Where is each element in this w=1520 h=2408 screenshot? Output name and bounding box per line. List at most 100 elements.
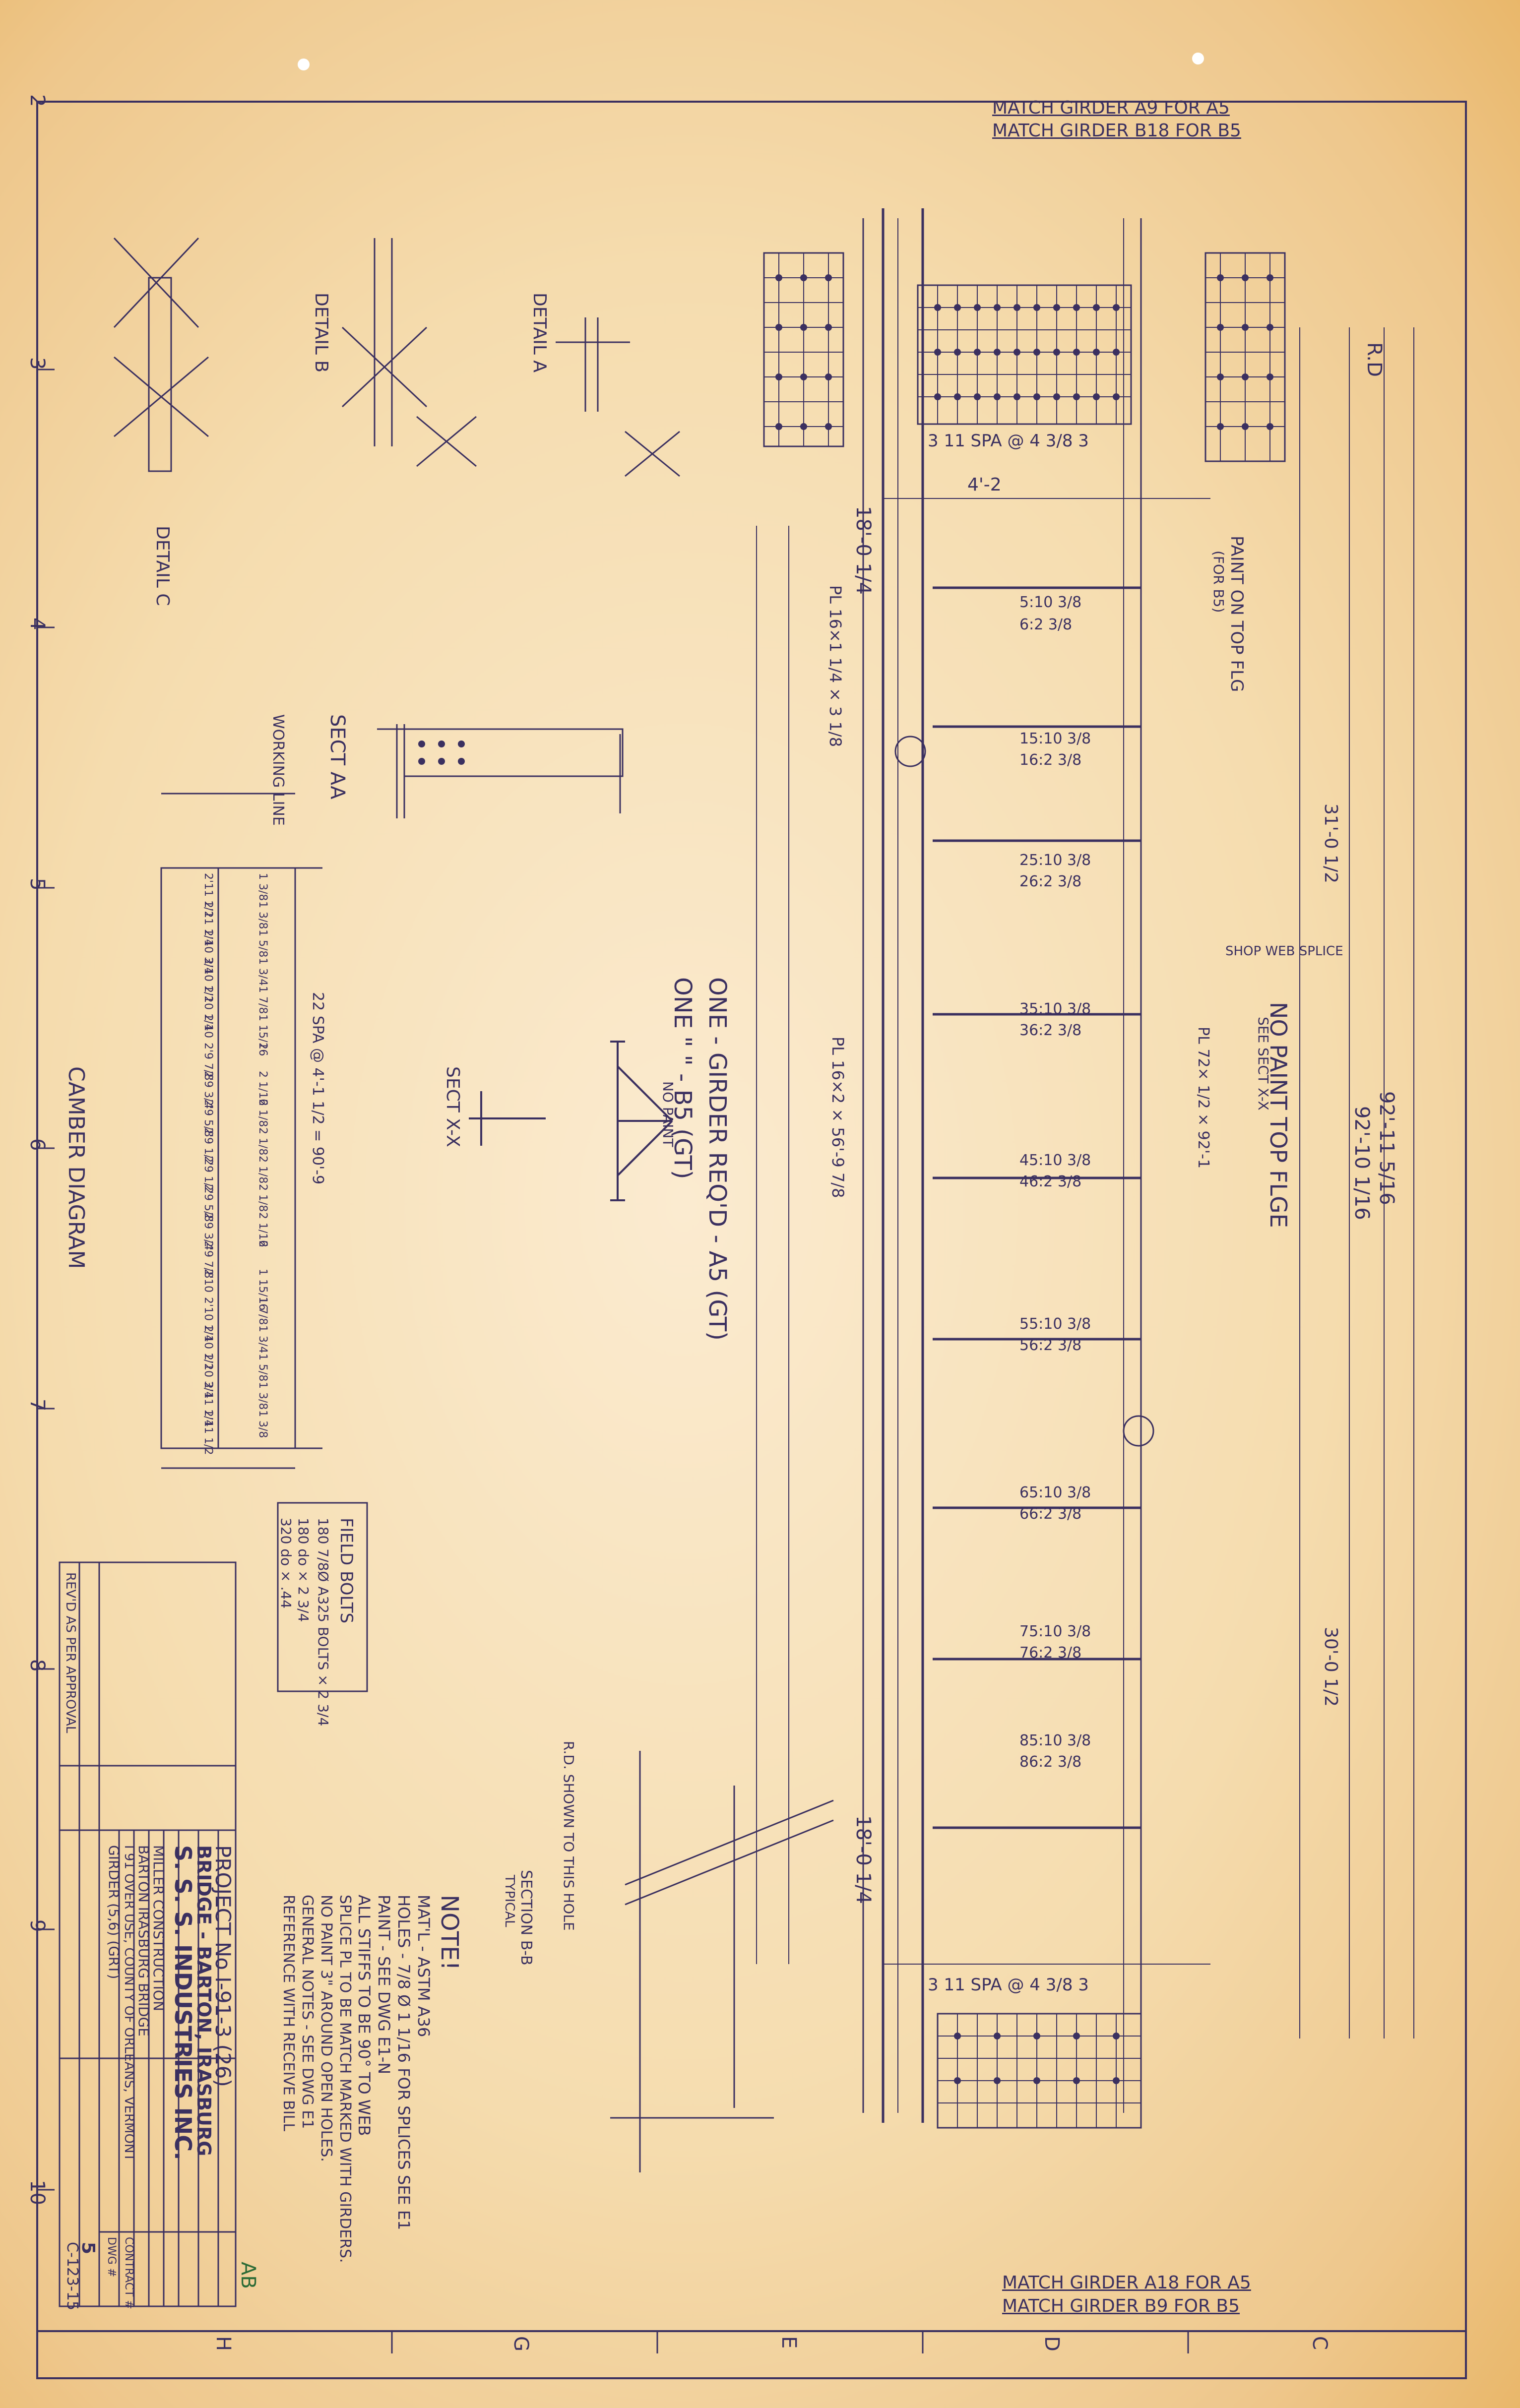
station-25: 25:10 3/8 xyxy=(1019,852,1091,869)
structure-name: BARTON IRASBURG BRIDGE xyxy=(135,1845,152,2037)
station-36: 36:2 3/8 xyxy=(1019,1022,1082,1039)
camber-row-ordinate: 2'10 xyxy=(202,1269,214,1293)
camber-row-value: 1 5/8 xyxy=(256,929,269,958)
bottom-bolt-spacing: 3 11 SPA @ 4 3/8 3 xyxy=(928,1975,1089,1995)
detail-c-label: DETAIL C xyxy=(152,526,173,606)
location-name: I 91 OVER USE, COUNTY OF ORLEANS, VERMON… xyxy=(122,1845,136,2161)
camber-row-value: 2 xyxy=(256,1043,269,1050)
detail-a-sketch xyxy=(556,317,680,477)
station-75: 75:10 3/8 xyxy=(1019,1623,1091,1640)
station-6: 6:2 3/8 xyxy=(1019,616,1073,633)
dim-4-2: 4'-2 xyxy=(967,475,1002,495)
paint-top-note: PAINT ON TOP FLG xyxy=(1227,536,1247,692)
web-plate: PL 72× 1/2 × 92'-1 xyxy=(1195,1027,1212,1169)
tick-label-4: 4 xyxy=(26,617,49,630)
contract-number: C-123-15 xyxy=(63,2242,81,2311)
camber-row-value: 1 3/4 xyxy=(256,1325,269,1354)
title-block xyxy=(59,1561,237,2307)
station-46: 46:2 3/8 xyxy=(1019,1173,1082,1190)
camber-row-value: 1 7/8 xyxy=(256,1297,269,1325)
camber-row-value: 1 15/16 xyxy=(256,1014,269,1056)
camber-row-value: 1 3/8 xyxy=(256,873,269,901)
field-bolts-line-1: 180 7/8Ø A325 BOLTS × 2 3/4 xyxy=(315,1518,331,1727)
customer-name: MILLER CONSTRUCTION xyxy=(150,1845,167,2011)
station-76: 76:2 3/8 xyxy=(1019,1644,1082,1662)
station-26: 26:2 3/8 xyxy=(1019,873,1082,890)
dwg-number: 5 xyxy=(78,2242,98,2255)
stiffeners xyxy=(933,586,1141,1829)
match-girder-top-1: MATCH GIRDER A9 FOR A5 xyxy=(992,98,1230,118)
dim-18-0-bottom: 18'-0 1/4 xyxy=(852,1815,875,1904)
note-reference: REFERENCE WITH RECEIVE BILL xyxy=(280,1895,297,2132)
dimension-lines xyxy=(756,327,1414,2038)
camber-row-ordinate: 2'10 xyxy=(202,1014,214,1039)
tick-label-h: H xyxy=(212,2336,235,2351)
camber-row-value: 2 1/8 xyxy=(256,1184,269,1212)
note-paint: PAINT - SEE DWG E1-N xyxy=(375,1895,393,2075)
one-girder-a5: ONE - GIRDER REQ'D - A5 (GT) xyxy=(703,977,731,1341)
tick-label-2: 2 xyxy=(26,94,49,107)
camber-row-value: 1 3/8 xyxy=(256,1382,269,1410)
station-45: 45:10 3/8 xyxy=(1019,1152,1091,1169)
camber-row-value: 1 3/4 xyxy=(256,958,269,986)
camber-row-value: 1 3/8 xyxy=(256,901,269,929)
detail-c-marker xyxy=(894,736,926,767)
station-86: 86:2 3/8 xyxy=(1019,1753,1082,1771)
dim-30-0: 30'-0 1/2 xyxy=(1321,1627,1341,1707)
one-girder-b5: ONE " " - B5 (GT) xyxy=(669,977,697,1179)
match-girder-bottom-2: MATCH GIRDER B9 FOR B5 xyxy=(1002,2296,1240,2316)
note-splice: SPLICE PL TO BE MATCH MARKED WITH GIRDER… xyxy=(336,1895,354,2263)
section-bb xyxy=(610,1751,834,2172)
tick-label-c: C xyxy=(1308,2336,1331,2350)
camber-row-value: 2 1/8 xyxy=(256,1099,269,1127)
field-bolts-line-3: 320 do × .44 xyxy=(278,1518,294,1609)
tick-label-d: D xyxy=(1040,2336,1063,2351)
station-15: 15:10 3/8 xyxy=(1019,730,1091,747)
contract-label: CONTRACT # xyxy=(123,2237,135,2309)
field-bolts-line-2: 180 do × 2 3/4 xyxy=(295,1518,312,1622)
tick-label-e: E xyxy=(777,2336,800,2349)
camber-diagram-label: CAMBER DIAGRAM xyxy=(63,1066,89,1269)
project-number: PROJECT No I-91-3 (26) xyxy=(211,1845,235,2087)
detail-c-sketch xyxy=(113,237,209,472)
detail-b-marker xyxy=(1123,1415,1154,1447)
top-flange-plate: PL 16×1 1/4 × 3 1/8 xyxy=(826,585,845,747)
note-general: GENERAL NOTES - SEE DWG E1 xyxy=(299,1895,316,2129)
rd-shown-note: R.D. SHOWN TO THIS HOLE xyxy=(561,1741,577,1931)
working-line-label: WORKING LINE xyxy=(269,714,287,826)
camber-spacing-label: 22 SPA @ 4'-1 1/2 = 90'-9 xyxy=(309,992,326,1185)
dim-92-10: 92'-10 1/16 xyxy=(1350,1106,1373,1220)
tick-label-10: 10 xyxy=(26,2180,49,2205)
bridge-name: BRIDGE - BARTON, IRASBURG xyxy=(193,1845,215,2157)
note-material: MAT'L - ASTM A36 xyxy=(414,1895,433,2038)
station-66: 66:2 3/8 xyxy=(1019,1505,1082,1523)
camber-row-value: 1 3/8 xyxy=(256,1410,269,1438)
detail-a-label: DETAIL A xyxy=(529,293,550,373)
shop-web-splice: SHOP WEB SPLICE xyxy=(1225,944,1343,959)
camber-row-value: 1 7/8 xyxy=(256,986,269,1014)
tick-label-3: 3 xyxy=(26,357,49,370)
dim-92-11: 92'-11 5/16 xyxy=(1375,1091,1398,1205)
note-holes: HOLES - 7/8 Ø 1 1/16 FOR SPLICES SEE E1 xyxy=(394,1895,413,2230)
station-5: 5:10 3/8 xyxy=(1019,594,1082,611)
camber-row-value: 2 xyxy=(256,1240,269,1247)
for-b5-note: (FOR B5) xyxy=(1210,551,1227,613)
field-bolts-box xyxy=(277,1502,368,1692)
field-bolts-title: FIELD BOLTS xyxy=(336,1518,356,1624)
tick-label-7: 7 xyxy=(26,1399,49,1412)
camber-row-value: 2 1/8 xyxy=(256,1156,269,1184)
note-no-paint: NO PAINT 3" AROUND OPEN HOLES. xyxy=(317,1895,335,2162)
revision-note: REV'D AS PER APPROVAL xyxy=(63,1572,78,1733)
section-xx xyxy=(469,1041,673,1201)
initials: AB xyxy=(237,2262,259,2289)
camber-row-value: 2 1/8 xyxy=(256,1127,269,1156)
camber-row-ordinate: 2'11 1/2 xyxy=(202,1410,214,1455)
station-85: 85:10 3/8 xyxy=(1019,1732,1091,1749)
match-girder-bottom-1: MATCH GIRDER A18 FOR A5 xyxy=(1002,2273,1251,2293)
bottom-flange-plate: PL 16×2 × 56'-9 7/8 xyxy=(828,1037,847,1198)
section-bb-label: SECTION B-B xyxy=(517,1870,535,1966)
note-stiffeners: ALL STIFFS TO BE 90° TO WEB xyxy=(355,1895,374,2136)
top-bolt-spacing: 3 11 SPA @ 4 3/8 3 xyxy=(928,431,1089,451)
